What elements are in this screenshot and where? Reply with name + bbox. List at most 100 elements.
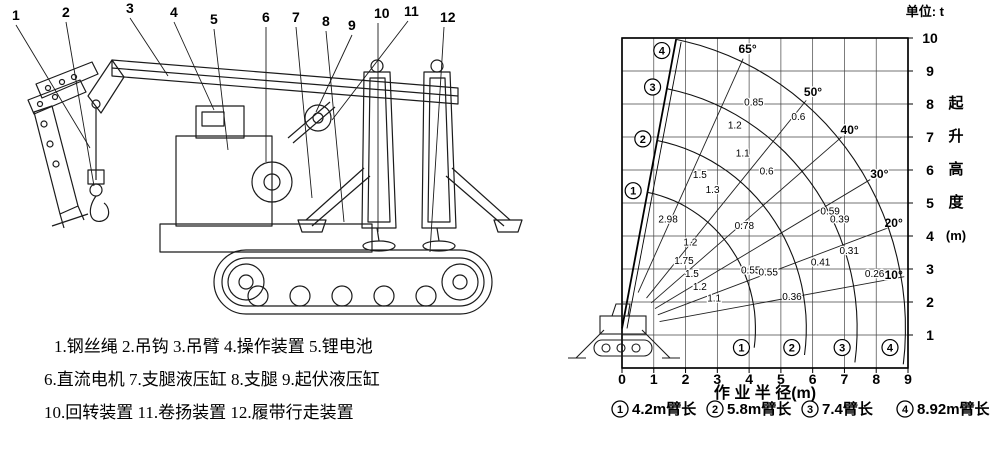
legend-label-1: 4.2m臂长 — [632, 400, 697, 418]
boom-length-marker-2: 2 — [640, 134, 646, 146]
legend-label-2: 5.8m臂长 — [727, 400, 792, 418]
crane-art-shape — [292, 106, 336, 144]
capacity-value: 1.1 — [736, 149, 750, 160]
chart-crane-glyph — [611, 303, 631, 317]
crane-art-shape — [331, 285, 353, 307]
crane-art-shape — [195, 105, 245, 139]
y-tick-label: 1 — [926, 327, 934, 343]
crane-art-shape — [304, 104, 332, 132]
y-tick-label: 9 — [926, 63, 934, 79]
arc-bottom-marker-circle-4 — [881, 338, 899, 357]
x-tick-label: 3 — [713, 371, 721, 387]
capacity-value: 0.6 — [760, 167, 774, 178]
boom-length-marker-4: 4 — [659, 46, 666, 58]
crane-art-shape — [367, 77, 391, 223]
capacity-value: 0.85 — [744, 97, 764, 108]
arc-bottom-marker-2: 2 — [789, 343, 795, 355]
legend-marker-4: 4 — [902, 404, 909, 416]
crane-art-shape — [58, 78, 66, 86]
capacity-value: 1.5 — [693, 170, 707, 181]
angle-label-30: 30° — [870, 167, 888, 181]
boom-arc-2 — [657, 139, 807, 356]
crane-art-shape — [362, 240, 396, 252]
callout-number-9: 9 — [348, 17, 356, 33]
callout-number-2: 2 — [62, 4, 70, 20]
crane-art-shape — [305, 167, 365, 221]
callout-leader-7 — [295, 26, 313, 199]
crane-art-shape — [311, 175, 371, 227]
capacity-value: 0.78 — [735, 221, 755, 232]
capacity-value: 0.55 — [758, 267, 778, 278]
arc-bottom-marker-3: 3 — [839, 343, 845, 355]
callout-number-11: 11 — [404, 3, 419, 19]
crane-art-shape — [287, 101, 331, 139]
crane-art-shape — [213, 249, 493, 315]
crane-art-shape — [373, 285, 395, 307]
legend-marker-circle-3 — [801, 400, 819, 418]
crane-art-shape — [430, 59, 444, 73]
callout-number-10: 10 — [374, 5, 390, 21]
y-axis-title-char: 度 — [948, 193, 964, 211]
callout-leader-1 — [15, 24, 91, 149]
angle-label-65: 65° — [738, 42, 756, 56]
capacity-value: 0.41 — [811, 257, 831, 268]
legend-marker-1: 1 — [617, 404, 623, 416]
boom-line — [621, 38, 678, 329]
capacity-value: 0.55 — [741, 266, 761, 277]
boom-arc-4 — [675, 38, 906, 365]
x-tick-label: 7 — [841, 371, 849, 387]
capacity-value: 0.6 — [791, 112, 805, 123]
callout-number-3: 3 — [126, 0, 134, 16]
capacity-value: 1.75 — [674, 256, 694, 267]
crane-art-shape — [247, 285, 269, 307]
callout-leader-4 — [173, 21, 215, 111]
boom-length-marker-circle-3 — [643, 78, 662, 96]
y-axis-title-char: 起 — [947, 95, 964, 112]
crane-art-shape — [227, 263, 265, 301]
crane-art-shape — [263, 173, 281, 191]
angle-label-20: 20° — [885, 216, 903, 230]
chart-crane-glyph — [601, 343, 611, 353]
callout-leader-8 — [325, 30, 345, 223]
crane-art-shape — [289, 285, 311, 307]
boom-arc-1 — [647, 191, 756, 348]
crane-art-shape — [87, 59, 125, 114]
crane-art-shape — [36, 100, 44, 108]
capacity-value: 1.2 — [683, 238, 697, 249]
y-tick-label: 7 — [926, 129, 934, 145]
capacity-value: 1.2 — [693, 282, 707, 293]
chart-crane-glyph — [631, 343, 641, 353]
parts-legend-line-1: 1.钢丝绳 2.吊钩 3.吊臂 4.操作装置 5.锂电池 — [54, 337, 373, 356]
crane-art-shape — [361, 71, 397, 229]
legend-marker-2: 2 — [712, 404, 718, 416]
capacity-value: 0.39 — [830, 215, 850, 226]
capacity-value: 0.31 — [839, 246, 859, 257]
capacity-value: 1.2 — [728, 120, 742, 131]
crane-art-shape — [59, 213, 65, 229]
legend-marker-3: 3 — [807, 404, 813, 416]
callout-leader-5 — [213, 28, 229, 151]
parts-legend-line-3: 10.回转装置 11.卷扬装置 12.履带行走装置 — [44, 403, 354, 422]
x-tick-label: 2 — [682, 371, 690, 387]
legend-label-4: 8.92m臂长 — [917, 400, 991, 418]
crane-art-shape — [251, 161, 293, 203]
callout-number-6: 6 — [262, 9, 270, 25]
boom-length-marker-circle-4 — [653, 41, 671, 60]
y-tick-label: 8 — [926, 96, 934, 112]
crane-art-shape — [436, 227, 440, 242]
x-tick-label: 9 — [904, 371, 912, 387]
angle-label-40: 40° — [841, 123, 859, 137]
parts-legend-line-2: 6.直流电机 7.支腿液压缸 8.支腿 9.起伏液压缸 — [44, 370, 380, 389]
crane-art-shape — [238, 274, 254, 290]
callout-number-12: 12 — [440, 9, 456, 25]
crane-art-shape — [370, 59, 384, 73]
capacity-value: 2.98 — [658, 215, 678, 226]
crane-art-shape — [44, 84, 52, 92]
callout-number-7: 7 — [292, 9, 300, 25]
callout-leader-9 — [315, 34, 353, 113]
angle-line-10 — [659, 276, 905, 322]
crane-art-shape — [35, 61, 99, 99]
y-tick-label: 3 — [926, 261, 934, 277]
